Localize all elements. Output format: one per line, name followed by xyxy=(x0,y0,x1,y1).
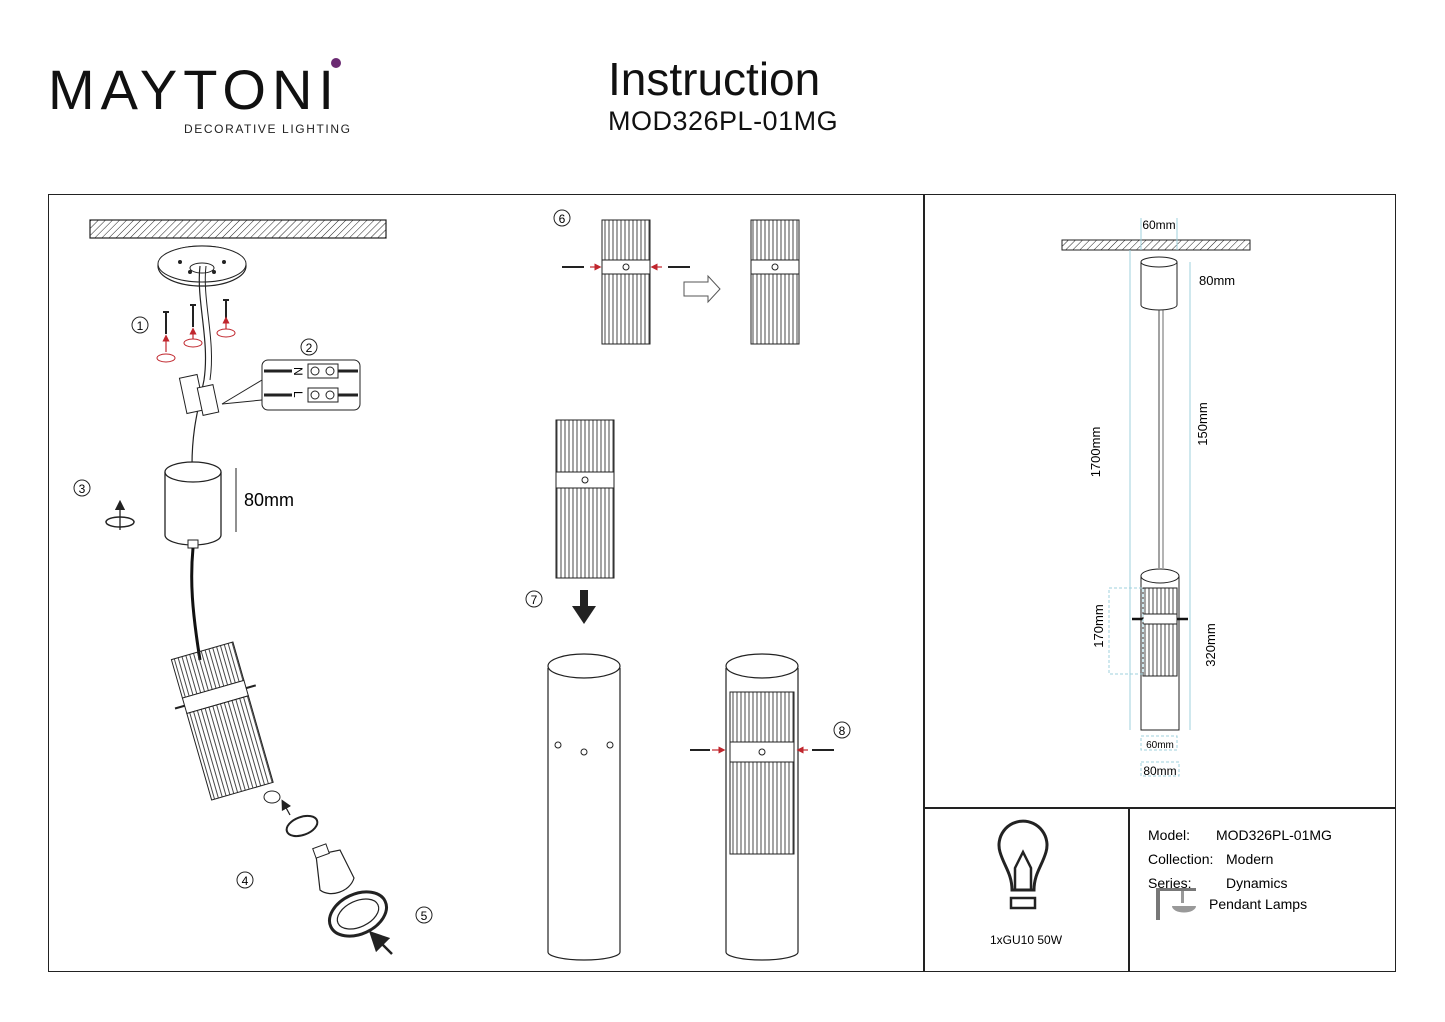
step-marker: 2 xyxy=(300,338,318,356)
step6-body-before xyxy=(562,219,690,345)
bulb-spec: 1xGU10 50W xyxy=(990,933,1063,947)
step-marker: 4 xyxy=(236,871,254,889)
supply-cable xyxy=(191,265,207,466)
dim-total-height: 1700mm xyxy=(1088,427,1103,478)
mounting-plate xyxy=(157,245,247,287)
panel-divider xyxy=(1128,807,1130,972)
dim-top-width: 60mm xyxy=(1142,218,1175,232)
step-marker: 8 xyxy=(833,721,851,739)
model-code: MOD326PL-01MG xyxy=(608,106,839,136)
series-value: Dynamics xyxy=(1226,875,1287,891)
svg-text:5: 5 xyxy=(421,909,428,923)
dim-body-height: 170mm xyxy=(1091,604,1106,647)
bulb-socket xyxy=(263,790,319,838)
outer-shade xyxy=(547,653,621,961)
dim-lamp xyxy=(1132,568,1188,731)
dim-shade-height: 320mm xyxy=(1203,623,1218,666)
step-marker: 7 xyxy=(525,590,543,608)
screws-and-anchors xyxy=(156,299,236,363)
terminal-detail xyxy=(261,359,361,411)
step-marker: 5 xyxy=(415,906,433,924)
dim-canopy-height: 80mm xyxy=(1199,273,1235,288)
dim-outer-diameter: 80mm xyxy=(1143,764,1176,778)
next-arrow xyxy=(683,274,721,304)
bulb-icon xyxy=(997,819,1049,910)
brand-logo: MAYTONI xyxy=(48,58,340,121)
panel-divider xyxy=(923,194,925,972)
canopy xyxy=(164,461,222,549)
dim-cable-length: 150mm xyxy=(1195,402,1210,445)
collection-value: Modern xyxy=(1226,851,1273,867)
collection-label: Collection: xyxy=(1148,851,1213,867)
gu10-bulb xyxy=(312,843,355,895)
svg-text:3: 3 xyxy=(79,482,86,496)
step6-body-after xyxy=(750,219,800,345)
dim-canopy xyxy=(1140,256,1178,311)
model-label: Model: xyxy=(1148,827,1190,843)
step8-assembled xyxy=(690,653,834,961)
step-marker: 1 xyxy=(131,316,149,334)
dim-ceiling xyxy=(1061,239,1251,251)
type-value: Pendant Lamps xyxy=(1209,896,1307,912)
svg-text:4: 4 xyxy=(242,874,249,888)
terminal-block xyxy=(178,373,220,416)
insert-arrow xyxy=(368,930,393,955)
dimension-guides xyxy=(1108,218,1191,777)
step-marker: 6 xyxy=(553,209,571,227)
svg-text:2: 2 xyxy=(306,341,313,355)
step7-body xyxy=(555,419,615,579)
pendant-lamp-icon xyxy=(1156,888,1196,920)
power-cord xyxy=(190,547,202,661)
canopy-height-label: 80mm xyxy=(244,490,294,510)
terminal-l-label: L xyxy=(291,391,305,398)
down-arrow xyxy=(572,590,596,624)
svg-text:6: 6 xyxy=(559,212,566,226)
ceiling-slab xyxy=(89,219,387,239)
series-label: Series: xyxy=(1148,875,1192,891)
dim-inner-diameter: 60mm xyxy=(1146,740,1174,751)
svg-text:1: 1 xyxy=(137,319,144,333)
supply-cable xyxy=(204,265,213,381)
terminal-n-label: N xyxy=(291,367,305,376)
front-ring xyxy=(328,890,388,938)
step-marker: 3 xyxy=(73,479,91,497)
svg-text:8: 8 xyxy=(839,724,846,738)
instruction-frame xyxy=(48,194,1396,972)
page-title: Instruction xyxy=(608,53,821,105)
panel-divider xyxy=(923,807,1396,809)
logo-dot xyxy=(331,58,341,68)
rotate-icon xyxy=(105,499,135,530)
lamp-head xyxy=(170,641,274,801)
brand-tagline: DECORATIVE LIGHTING xyxy=(184,122,352,136)
model-value: MOD326PL-01MG xyxy=(1216,827,1332,843)
svg-text:7: 7 xyxy=(531,593,538,607)
